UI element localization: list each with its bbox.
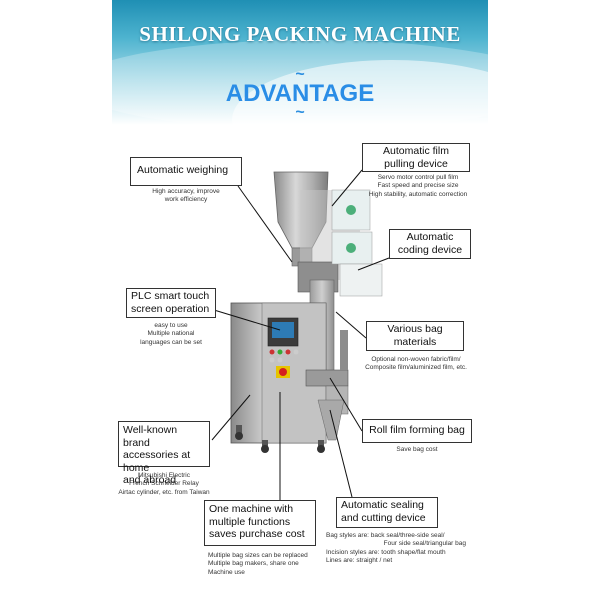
callout-desc-plc: easy to use Multiple national languages … xyxy=(126,322,216,347)
desc-line: Composite film/aluminized film, etc. xyxy=(365,364,467,372)
callout-title: pulling device xyxy=(384,157,448,170)
callout-title: accessories at home xyxy=(123,449,191,474)
callout-coding-device: Automatic coding device xyxy=(389,229,471,259)
desc-line: Mitsubishi Electric xyxy=(137,472,190,479)
callout-brand-accessories: Well-known brand accessories at home and… xyxy=(118,421,210,486)
desc-line: French Schneider Relay xyxy=(129,480,199,488)
callout-title: screen operation xyxy=(131,302,210,315)
callout-desc-sealing: Bag styles are: back seal/three-side sea… xyxy=(326,532,466,566)
tilde-decoration-top: ~ xyxy=(295,66,305,83)
desc-line: Machine use xyxy=(208,568,245,576)
desc-line: Multiple national xyxy=(147,330,195,338)
callout-plc-screen: PLC smart touch screen operation xyxy=(126,288,216,318)
callout-title: Automatic weighing xyxy=(137,164,229,176)
desc-line: Multiple bag sizes can be replaced xyxy=(208,552,308,559)
callout-title: Automatic sealing xyxy=(341,499,424,511)
desc-line: Airtac cylinder, etc. from Taiwan xyxy=(118,488,210,496)
desc-line: Four side seal/triangular bag xyxy=(383,540,466,548)
desc-line: Incision styles are: tooth shape/flat mo… xyxy=(326,548,446,556)
desc-line: Fast speed and precise size xyxy=(377,182,459,190)
desc-line: High stability, automatic correction xyxy=(368,190,468,198)
desc-line: Save bag cost xyxy=(396,446,438,453)
page-title: SHILONG PACKING MACHINE xyxy=(139,22,461,46)
callout-title: coding device xyxy=(397,243,463,256)
callout-sealing-cutting: Automatic sealing and cutting device xyxy=(336,497,438,528)
callout-roll-film: Roll film forming bag xyxy=(362,419,472,443)
callout-title: One machine with xyxy=(209,503,294,515)
callout-title: Various bag xyxy=(387,323,443,335)
callout-one-machine: One machine with multiple functions save… xyxy=(204,500,316,546)
callout-title: Well-known brand xyxy=(123,424,178,449)
desc-line: Bag styles are: back seal/three-side sea… xyxy=(326,532,445,539)
callout-title: and abroad xyxy=(123,474,177,487)
header-banner xyxy=(112,0,488,125)
callout-title: and cutting device xyxy=(341,511,426,524)
desc-line: Servo motor control pull film xyxy=(377,174,459,181)
callout-title: multiple functions xyxy=(209,515,291,528)
desc-line: work efficiency xyxy=(164,196,208,204)
advantage-heading: ADVANTAGE xyxy=(225,80,375,107)
callout-title: Automatic xyxy=(406,231,454,243)
desc-line: Multiple bag makers, share one xyxy=(208,560,299,568)
desc-line: Optional non-woven fabric/film/ xyxy=(371,356,461,363)
callout-title: Roll film forming bag xyxy=(369,424,465,436)
desc-line: languages can be set xyxy=(140,338,202,346)
callout-desc-weighing: High accuracy, improve work efficiency xyxy=(130,188,242,205)
callout-title: Automatic film xyxy=(383,145,449,157)
callout-bag-materials: Various bag materials xyxy=(366,321,464,351)
desc-line: easy to use xyxy=(154,322,188,329)
callout-desc-roll-film: Save bag cost xyxy=(372,446,462,454)
desc-line: Lines are: straight / net xyxy=(326,557,393,565)
callout-desc-one-machine: Multiple bag sizes can be replaced Multi… xyxy=(208,552,326,577)
tilde-decoration-bottom: ~ xyxy=(295,104,305,121)
callout-title: materials xyxy=(393,335,437,348)
callout-title: PLC smart touch xyxy=(131,290,210,302)
callout-desc-brand: Mitsubishi Electric French Schneider Rel… xyxy=(110,472,218,497)
callout-automatic-weighing: Automatic weighing xyxy=(130,157,242,186)
callout-title: saves purchase cost xyxy=(209,528,305,541)
desc-line: High accuracy, improve xyxy=(152,188,220,195)
callout-desc-film-pulling: Servo motor control pull film Fast speed… xyxy=(358,174,478,199)
callout-film-pulling: Automatic film pulling device xyxy=(362,143,470,172)
callout-desc-bag-materials: Optional non-woven fabric/film/ Composit… xyxy=(356,356,476,373)
